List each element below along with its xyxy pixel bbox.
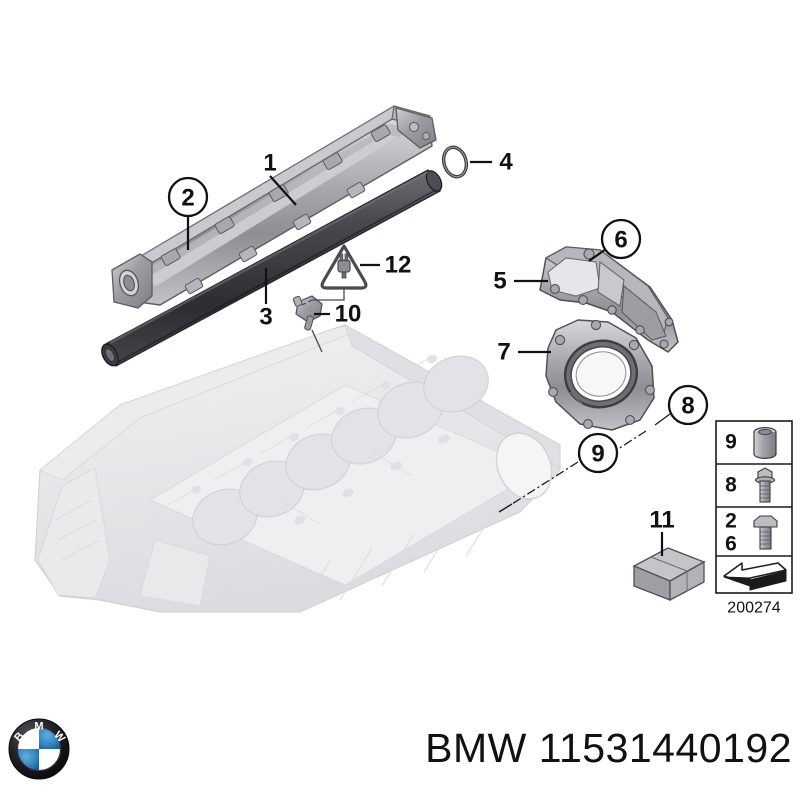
callout-label-7: 7: [497, 339, 510, 366]
ring-2: [167, 176, 209, 218]
part-7-rear-main-seal-housing: [545, 319, 655, 431]
callout-label-2: 2: [181, 185, 194, 212]
ring-8: [667, 384, 709, 426]
callout-label-12: 12: [385, 252, 412, 279]
callout-label-8: 8: [681, 393, 694, 420]
legend-number-6: 6: [725, 533, 737, 556]
legend-number-9: 9: [725, 431, 737, 454]
callout-label-1: 1: [263, 150, 276, 177]
part-12-electrical-plug-warning: [299, 244, 368, 307]
legend-caption: 200274: [727, 600, 780, 617]
fastener-legend-box: [715, 420, 793, 594]
callout-leader-lines-8-9: [498, 413, 671, 513]
collar-bolt-icon: [754, 467, 776, 503]
part-3-vent-hose: [101, 169, 443, 367]
electrical-plug-icon: [337, 253, 351, 279]
part-10-oil-level-sensor: [292, 295, 323, 353]
callout-rings: [167, 176, 709, 474]
part-1-cylinder-head-cover-rail: [111, 105, 437, 309]
part-5-timing-chain-cover: [539, 246, 679, 353]
ring-6: [600, 218, 642, 260]
callout-label-9: 9: [591, 441, 604, 468]
view-arrow-icon: [723, 562, 787, 591]
leader-1: [269, 175, 297, 206]
callout-label-11: 11: [649, 507, 674, 534]
legend-number-2: 2: [725, 510, 737, 533]
part-number-caption: BMW 11531440192: [425, 725, 792, 771]
ring-9: [577, 432, 619, 474]
part-4-o-ring-seal: [441, 145, 469, 179]
callout-leaders: [186, 160, 664, 556]
callout-label-3: 3: [259, 304, 272, 331]
dowel-sleeve-icon: [753, 427, 777, 459]
callout-label-6: 6: [614, 227, 627, 254]
hex-bolt-icon: [753, 515, 778, 550]
bmw-roundel-logo: B M W: [8, 718, 70, 780]
callout-label-10: 10: [335, 301, 362, 328]
legend-number-8: 8: [725, 474, 737, 497]
leader-6: [588, 248, 607, 262]
callout-label-4: 4: [499, 149, 513, 176]
roundel-letter-m: M: [34, 721, 43, 733]
engine-crankcase-ghost: [34, 324, 561, 613]
callout-label-5: 5: [493, 268, 506, 295]
bmw-roundel-svg: B M W: [8, 718, 70, 780]
part-11-repair-kit-box: [632, 547, 706, 602]
